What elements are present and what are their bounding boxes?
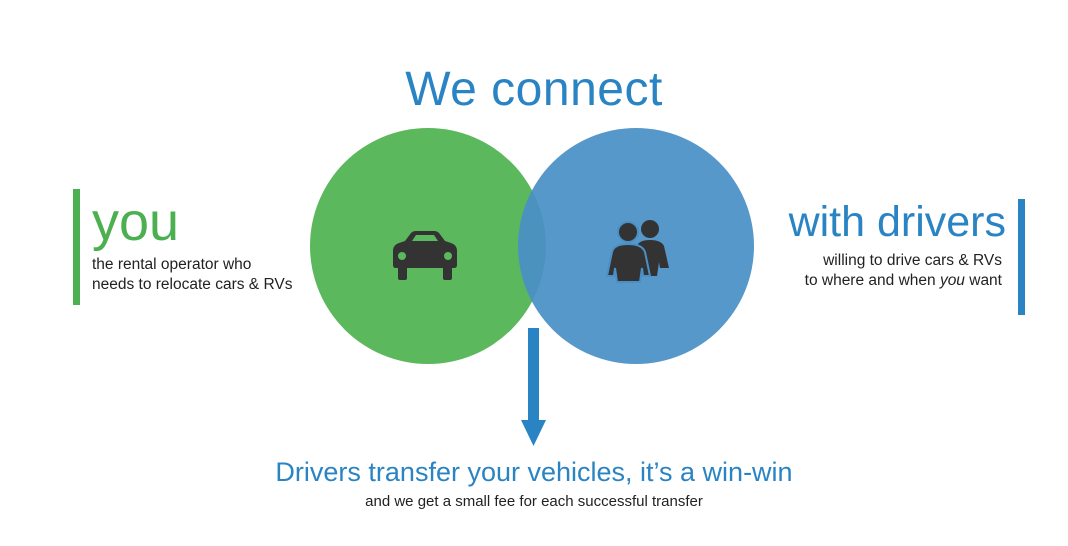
people-icon [605, 220, 669, 283]
page-title: We connect [405, 63, 663, 116]
you-heading: you [92, 192, 180, 252]
car-icon [393, 231, 457, 280]
you-description-line-2: needs to relocate cars & RVs [92, 276, 293, 293]
you-description: the rental operator who needs to relocat… [92, 255, 292, 295]
drivers-description-line-2: to where and when you want [805, 271, 1002, 291]
you-description-line-1: the rental operator who [92, 256, 252, 273]
drivers-description-line-1: willing to drive cars & RVs [823, 252, 1002, 269]
you-accent-bar [73, 189, 80, 305]
outcome-heading: Drivers transfer your vehicles, it’s a w… [275, 457, 793, 487]
outcome-subtext: and we get a small fee for each successf… [365, 493, 703, 510]
drivers-line-2-pre: to where and when [804, 272, 940, 289]
drivers-description: willing to drive cars & RVs to where and… [805, 251, 1002, 291]
drivers-line-2-post: want [964, 272, 1002, 289]
arrow-down-icon [521, 328, 546, 446]
drivers-accent-bar [1018, 199, 1025, 315]
drivers-heading: with drivers [788, 198, 1006, 246]
drivers-line-2-emphasis: you [939, 272, 965, 289]
